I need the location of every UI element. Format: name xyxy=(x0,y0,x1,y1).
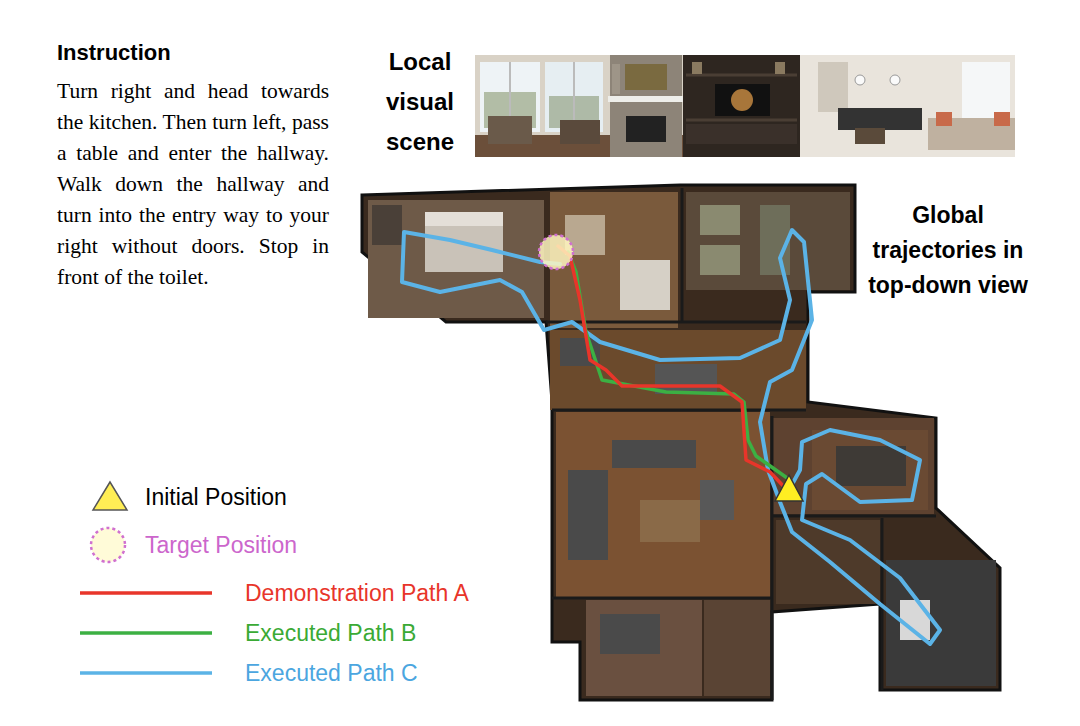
panel-label: Global trajectories in top-down view xyxy=(866,198,1030,303)
initial-position-marker xyxy=(775,475,803,501)
executed-path-c xyxy=(402,230,940,644)
legend-triangle xyxy=(93,482,127,510)
panel-label: Local visual scene xyxy=(365,42,475,162)
legend-line-green xyxy=(80,631,212,635)
target-position-marker xyxy=(539,235,573,269)
legend-text: Target Position xyxy=(145,531,297,559)
demonstration-path-a xyxy=(558,246,789,492)
panorama-image xyxy=(475,55,1015,157)
legend-text: Demonstration Path A xyxy=(245,579,469,607)
legend-text: Initial Position xyxy=(145,483,287,511)
legend-text: Executed Path C xyxy=(245,659,418,687)
heading: Instruction xyxy=(57,38,297,68)
legend-circle xyxy=(91,528,125,562)
legend-line-blue xyxy=(80,671,212,675)
instruction-text: Turn right and head towards the kitchen.… xyxy=(57,76,329,293)
legend-line-red xyxy=(80,591,212,595)
legend-text: Executed Path B xyxy=(245,619,416,647)
